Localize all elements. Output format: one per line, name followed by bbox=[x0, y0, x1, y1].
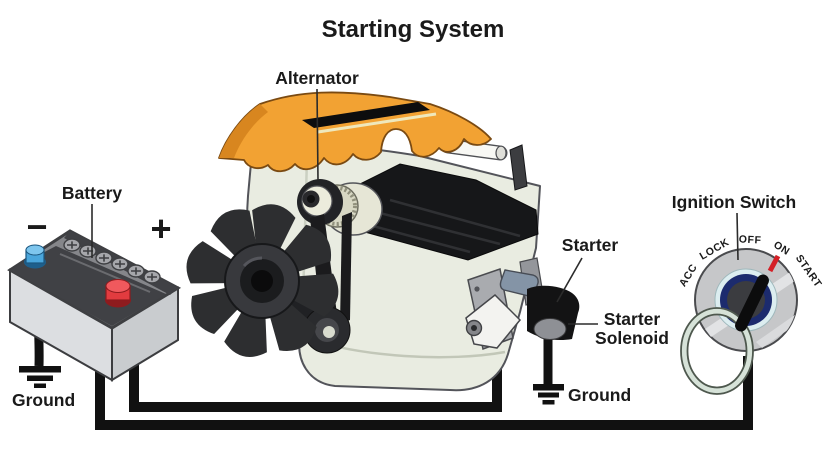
label-alternator: Alternator bbox=[275, 68, 359, 88]
cover-slot-stripe bbox=[317, 112, 437, 134]
engine-fin bbox=[509, 144, 528, 191]
battery-cell-caps bbox=[63, 238, 161, 284]
battery-recess-line bbox=[59, 253, 151, 293]
solenoid-end-cap bbox=[533, 318, 567, 340]
ignition-key[interactable] bbox=[733, 273, 771, 334]
leader-alternator bbox=[316, 88, 319, 181]
position-off: OFF bbox=[738, 233, 761, 246]
label-solenoid-line2: Solenoid bbox=[595, 328, 669, 348]
starter-motor bbox=[465, 257, 580, 351]
label-starter: Starter bbox=[562, 235, 619, 255]
battery-negative-terminal bbox=[24, 244, 46, 269]
position-on: ON bbox=[771, 239, 792, 258]
battery-positive-terminal bbox=[105, 279, 131, 308]
leader-lines bbox=[91, 88, 739, 325]
leader-ignition bbox=[736, 212, 739, 261]
valve-cover-orange bbox=[218, 91, 492, 173]
ignition-indicator bbox=[767, 254, 781, 273]
ground-symbol-battery bbox=[19, 366, 61, 388]
diagram-title: Starting System bbox=[322, 16, 505, 43]
starter-nose-cone bbox=[465, 293, 522, 349]
right-valve-cover bbox=[343, 163, 539, 261]
cover-shading bbox=[219, 104, 268, 158]
battery-plus-sign: + bbox=[150, 208, 171, 249]
battery-top-dark-band bbox=[10, 246, 166, 326]
label-ground-battery: Ground bbox=[12, 390, 75, 410]
position-start: START bbox=[793, 253, 824, 290]
cooling-fan bbox=[186, 204, 339, 357]
label-ignition-switch: Ignition Switch bbox=[672, 192, 796, 212]
leader-starter bbox=[556, 257, 583, 303]
ground-symbol-starter bbox=[533, 384, 564, 405]
label-ground-starter: Ground bbox=[568, 385, 631, 405]
alternator-pulley bbox=[297, 179, 383, 236]
label-battery: Battery bbox=[62, 183, 123, 203]
battery-minus-sign: − bbox=[26, 206, 47, 247]
label-solenoid-line1: Starter bbox=[604, 309, 661, 329]
cover-slot bbox=[302, 102, 430, 128]
engine-illustration bbox=[186, 91, 580, 392]
key-ring bbox=[680, 307, 754, 395]
